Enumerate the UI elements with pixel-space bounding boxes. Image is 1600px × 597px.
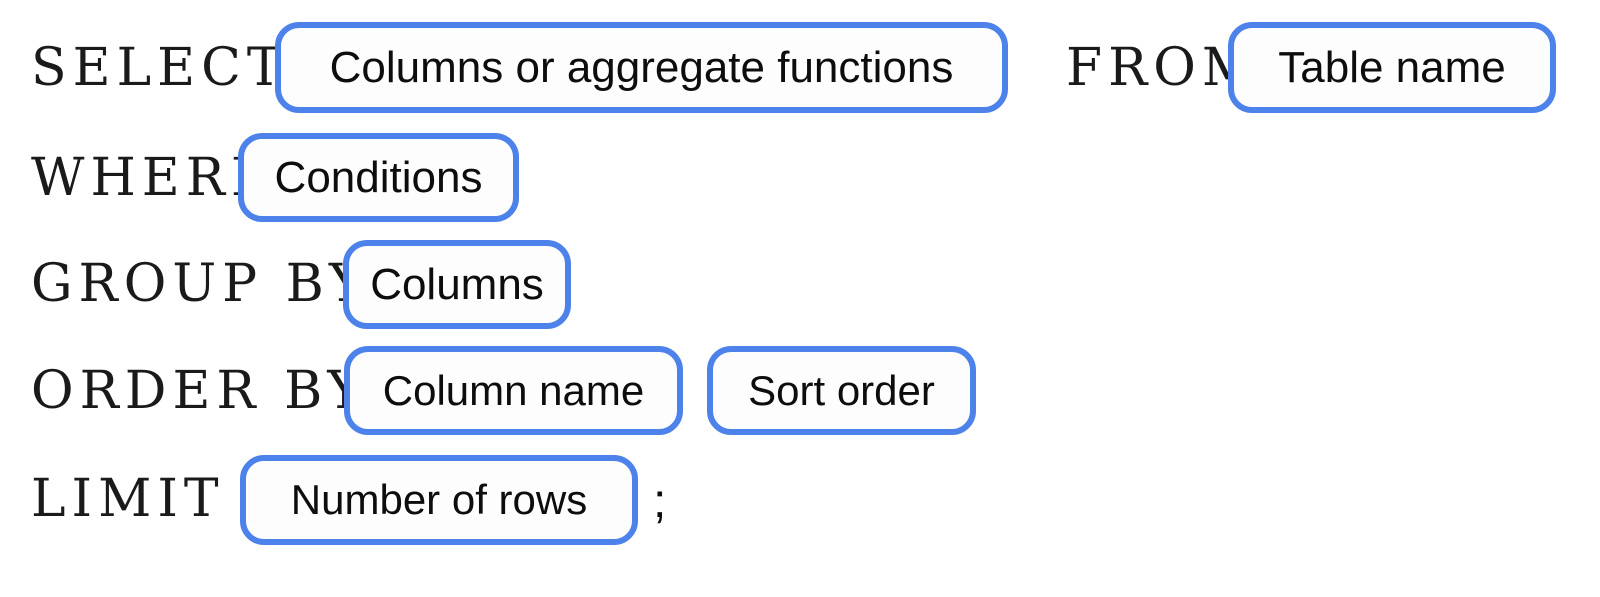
placeholder-box-number-of-rows[interactable]: Number of rows [240, 455, 638, 545]
placeholder-label-column-name: Column name [382, 366, 645, 414]
placeholder-label-conditions: Conditions [274, 152, 483, 202]
keyword-select: SELECT [31, 38, 288, 98]
statement-terminator-semicolon: ; [653, 475, 667, 528]
placeholder-box-conditions[interactable]: Conditions [238, 133, 519, 222]
placeholder-box-columns[interactable]: Columns [343, 240, 571, 329]
placeholder-label-number-of-rows: Number of rows [290, 476, 588, 523]
placeholder-label-columns: Columns [370, 259, 544, 309]
keyword-where: WHERE [31, 148, 275, 208]
placeholder-box-table-name[interactable]: Table name [1228, 22, 1556, 113]
keyword-group-by: GROUP BY [31, 254, 370, 314]
keyword-from: FROM [1066, 38, 1262, 98]
placeholder-box-sort-order[interactable]: Sort order [707, 346, 976, 435]
placeholder-label-table-name: Table name [1278, 42, 1506, 92]
placeholder-box-columns-or-aggregate-functions[interactable]: Columns or aggregate functions [275, 22, 1008, 113]
keyword-order-by: ORDER BY [31, 361, 368, 421]
placeholder-label-sort-order: Sort order [748, 366, 935, 414]
keyword-limit: LIMIT [31, 469, 225, 529]
placeholder-box-column-name[interactable]: Column name [344, 346, 683, 435]
placeholder-label-columns-or-aggregate-functions: Columns or aggregate functions [329, 42, 954, 92]
